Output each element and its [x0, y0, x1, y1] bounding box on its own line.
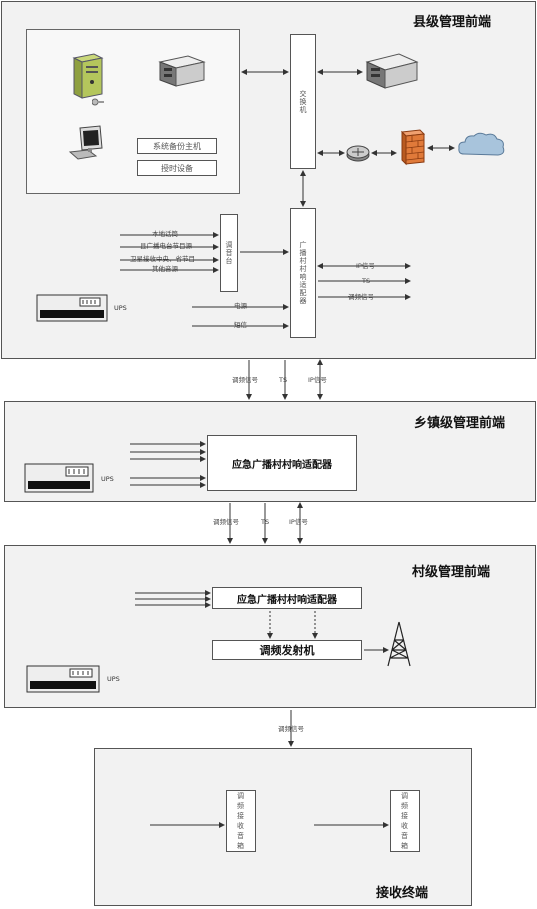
village-ups-icon [26, 665, 100, 693]
village-ups-label: UPS [107, 675, 120, 683]
township-ups-icon [24, 463, 94, 493]
console-input-3: 卫星接收中央、省节目 [130, 255, 195, 263]
timing-device-box: 授时设备 [137, 160, 217, 176]
township-title: 乡镇级管理前端 [414, 416, 506, 431]
firewall-icon [398, 128, 426, 166]
county-out-fm: 调频信号 [232, 376, 258, 384]
village-title: 村级管理前端 [412, 565, 491, 580]
township-adapter-box: 应急广播村村响适配器 [207, 435, 357, 491]
timing-device-label: 授时设备 [161, 163, 193, 173]
county-adapter-box: 广播村村响适配器 [290, 208, 316, 338]
terminal-title: 接收终端 [376, 886, 429, 901]
antenna-tower-icon [386, 620, 412, 668]
console-label: 调音台 [225, 241, 233, 265]
console-input-4: 其他音源 [152, 265, 178, 273]
switch-label: 交换机 [299, 89, 307, 114]
fm-transmitter-label: 调频发射机 [259, 644, 315, 657]
county-ups-label: UPS [114, 304, 127, 312]
switch-box: 交换机 [290, 34, 316, 169]
terminal-receiver-label: 调频接收音箱 [237, 792, 245, 850]
internet-cloud-icon [456, 130, 506, 160]
backup-host-label: 系统备份主机 [153, 141, 201, 151]
broadcast-server-icon [365, 52, 419, 90]
rack-server-icon [158, 54, 206, 88]
county-adapter-label: 广播村村响适配器 [299, 241, 307, 305]
backup-host-box: 系统备份主机 [137, 138, 217, 154]
township-out-fm: 调频信号 [213, 518, 239, 526]
workstation-icon [68, 124, 108, 164]
terminal-receiver-box-2: 调频接收音箱 [390, 790, 420, 852]
power-input-label: 电源 [234, 302, 247, 310]
console-box: 调音台 [220, 214, 238, 292]
console-input-1: 本地话筒 [152, 230, 178, 238]
village-adapter-label: 应急广播村村响适配器 [237, 594, 337, 606]
fm-transmitter-box: 调频发射机 [212, 640, 362, 660]
township-adapter-label: 应急广播村村响适配器 [232, 459, 332, 471]
server-tower-icon [68, 52, 104, 100]
county-ups-icon [36, 294, 108, 322]
router-icon [346, 143, 370, 163]
terminal-receiver-box: 调频接收音箱 [226, 790, 256, 852]
county-out-ts: TS [279, 376, 288, 384]
township-ups-label: UPS [101, 475, 114, 483]
key-icon [91, 92, 104, 106]
county-title: 县级管理前端 [413, 15, 492, 30]
village-adapter-box: 应急广播村村响适配器 [212, 587, 362, 609]
console-input-2: 县广播电台节目源 [140, 242, 192, 250]
sms-input-label: 短信 [234, 321, 247, 329]
terminal-receiver-label-2: 调频接收音箱 [401, 792, 409, 850]
